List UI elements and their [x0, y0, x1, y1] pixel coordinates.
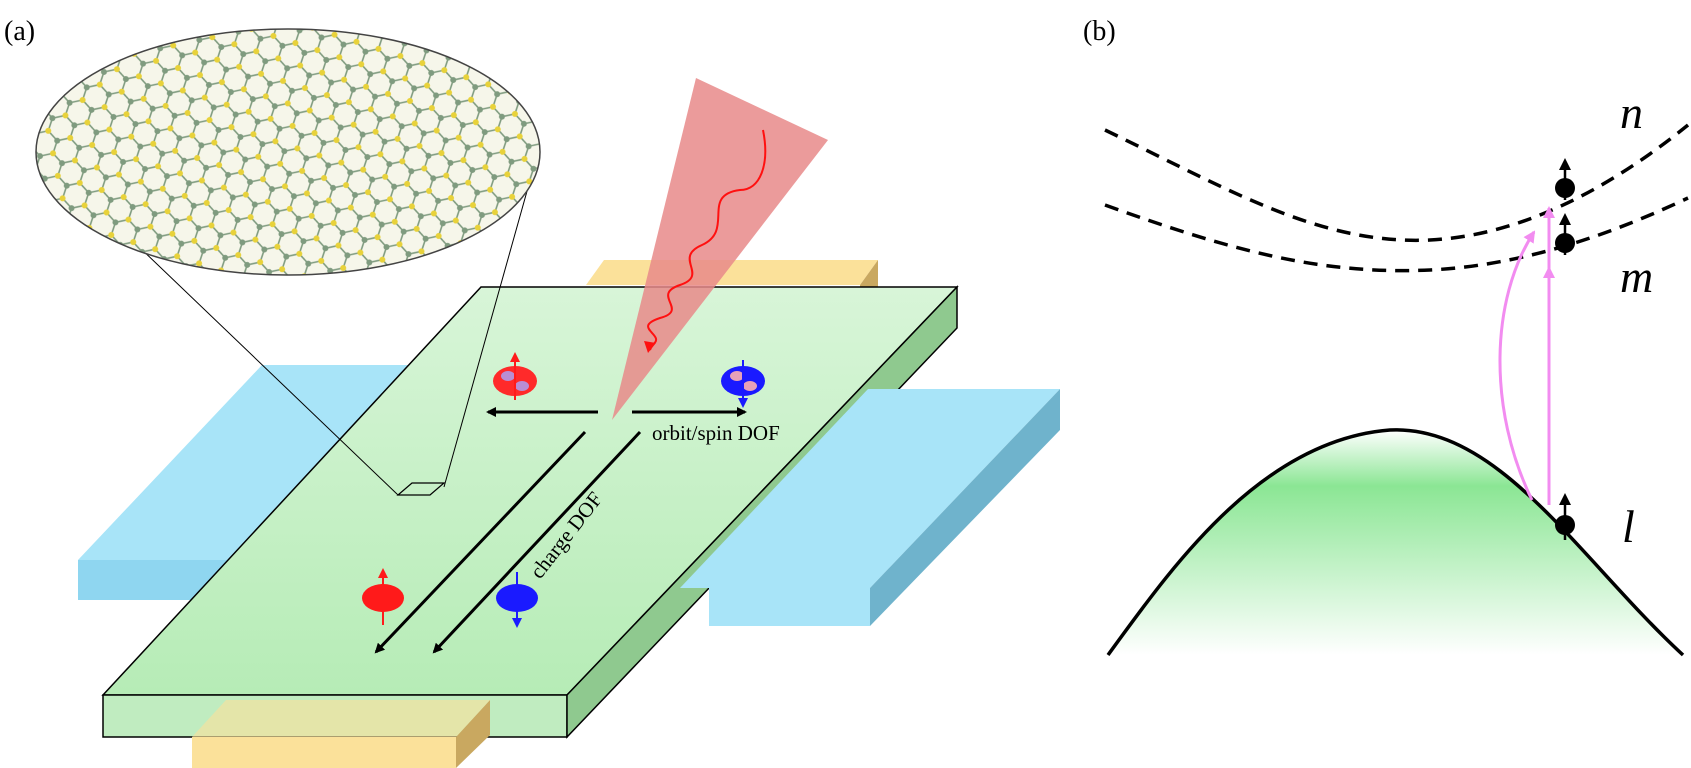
hexagonal-lattice-zoom: [35, 28, 541, 496]
band-label-l: l: [1622, 501, 1635, 552]
band-label-n: n: [1620, 87, 1643, 138]
orbit-spin-label: orbit/spin DOF: [652, 421, 780, 445]
state-l-electron-icon: [1555, 493, 1575, 540]
panel-b-label: (b): [1083, 16, 1116, 47]
blue-electrode-right: [680, 389, 1060, 626]
panel-a-label: (a): [4, 16, 35, 47]
band-label-m: m: [1620, 251, 1653, 302]
charge-arrows: [374, 430, 642, 654]
transition-arrows: [1498, 206, 1555, 505]
valence-band: [1106, 428, 1685, 657]
spin-up-electron-icon: [362, 568, 404, 625]
spin-down-orbital-icon: [721, 360, 765, 408]
spin-up-orbital-icon: [493, 352, 537, 400]
laser-beam-icon: [612, 78, 828, 420]
state-m-electron-icon: [1555, 213, 1575, 255]
yellow-electrode-front: [192, 700, 490, 768]
state-n-electron-icon: [1555, 158, 1575, 200]
conduction-band-n: [1104, 123, 1690, 243]
conduction-band-m: [1104, 196, 1689, 273]
spin-down-electron-icon: [496, 572, 538, 628]
